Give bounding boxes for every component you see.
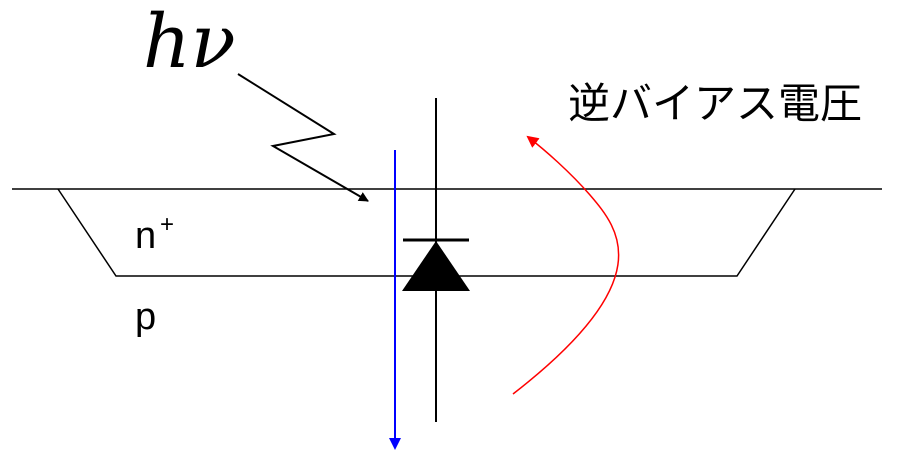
diode-triangle bbox=[402, 241, 470, 291]
reverse-bias-label: 逆バイアス電圧 bbox=[568, 79, 862, 128]
reverse-bias-arrow bbox=[512, 135, 620, 395]
p-region-label: p bbox=[135, 296, 156, 338]
n-region-label: n bbox=[135, 215, 156, 257]
n-region-superscript: + bbox=[160, 211, 174, 238]
photon-arrow bbox=[237, 73, 369, 202]
photon-label: hν bbox=[143, 0, 236, 85]
